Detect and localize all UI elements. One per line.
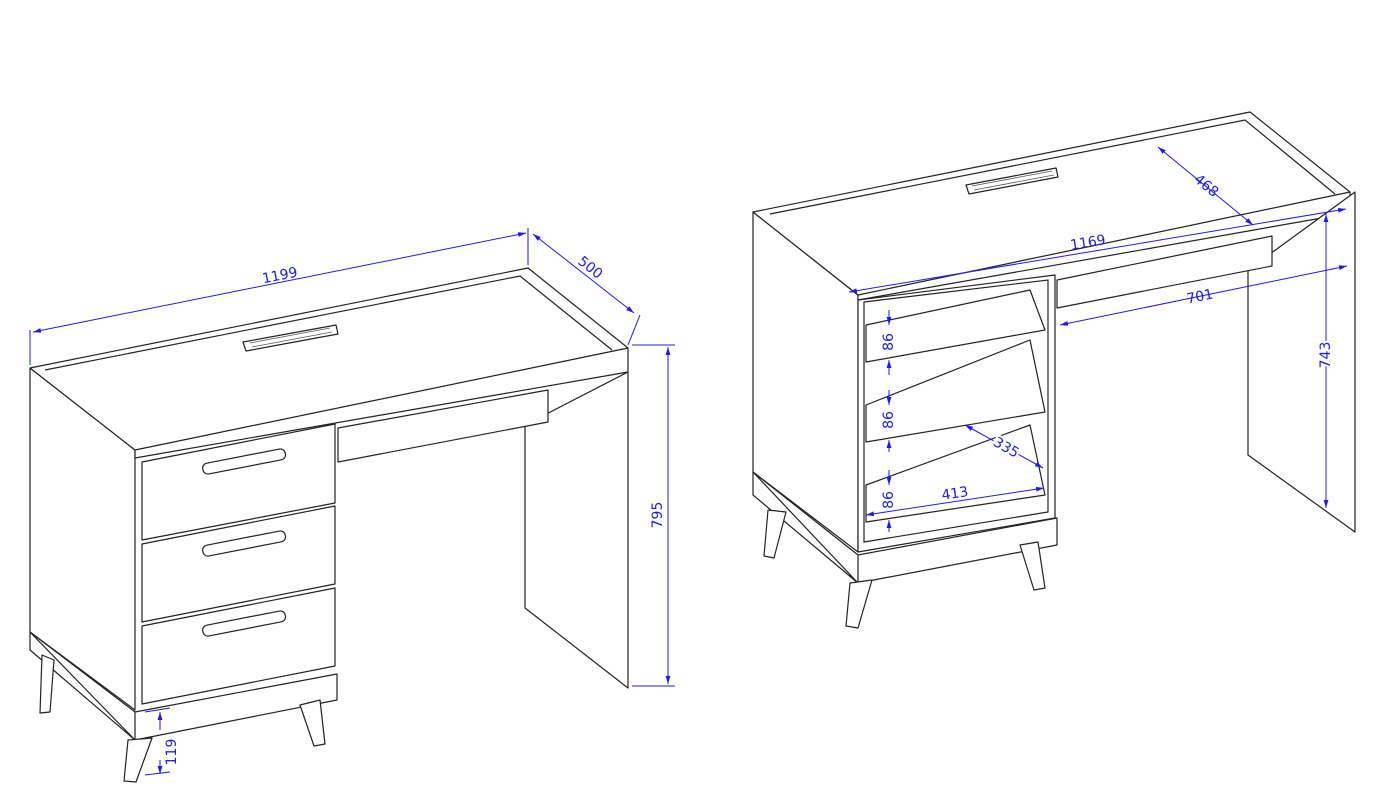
desk-leg [1019,541,1046,591]
plinth-base [752,471,1058,584]
dimension-knee-width: 701 [1185,286,1214,307]
plinth-base [29,631,338,741]
drawer-box-1 [865,289,1046,363]
left-dimensions: 1199 500 795 119 [29,228,675,776]
desk-leg [845,579,873,629]
drawer-front-3 [141,587,336,705]
drawer-box-2 [865,339,1046,443]
dimension-drawer-width: 413 [941,484,970,504]
desk-right-leg-panel [524,371,629,689]
desk-open-view [752,111,1356,629]
desk-leg [39,654,55,714]
drawer-handle-3 [202,610,287,637]
dimension-plinth-height: 119 [164,739,180,766]
desk-leg [763,509,787,559]
desk-leg [299,699,326,747]
drawer-handle-1 [202,448,287,475]
dimension-top-width: 1169 [1069,232,1107,254]
drawer-handle-2 [202,530,287,557]
desk-assembled-view [29,267,629,783]
drawer-front-1 [141,423,336,541]
dimension-height: 795 [650,502,666,529]
dimension-knee-height: 743 [1318,342,1334,369]
dimension-width: 1199 [261,265,299,288]
dimension-drawer-height-1: 86 [881,333,897,351]
dimension-drawer-height-3: 86 [881,491,897,509]
drawer-front-2 [141,505,336,623]
dimension-drawer-height-2: 86 [881,411,897,429]
desk-leg [123,737,153,783]
desk-apron [337,389,549,463]
